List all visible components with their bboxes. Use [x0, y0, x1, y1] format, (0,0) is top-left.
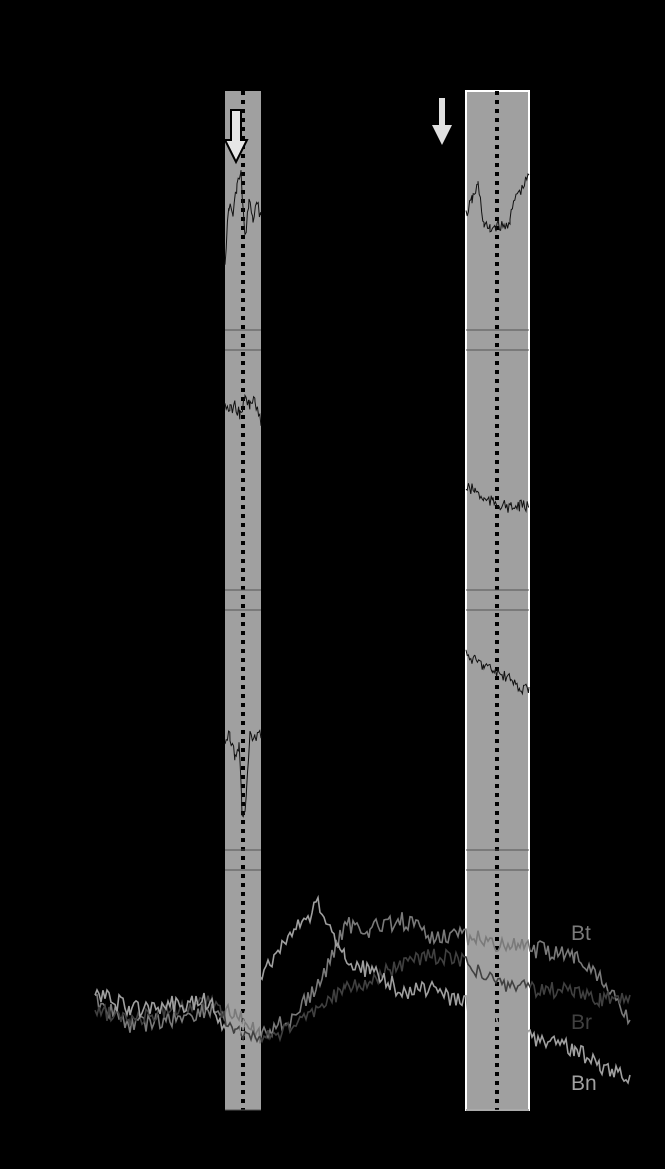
legend-label-bt: Bt — [571, 923, 591, 944]
series-bt — [95, 912, 630, 1043]
solid-arrow-icon — [432, 98, 452, 145]
shaded-intervals — [225, 91, 529, 1110]
legend-label-bn: Bn — [571, 1073, 597, 1094]
magnetic-field-series — [95, 898, 630, 1083]
legend-label-br: Br — [571, 1012, 592, 1033]
